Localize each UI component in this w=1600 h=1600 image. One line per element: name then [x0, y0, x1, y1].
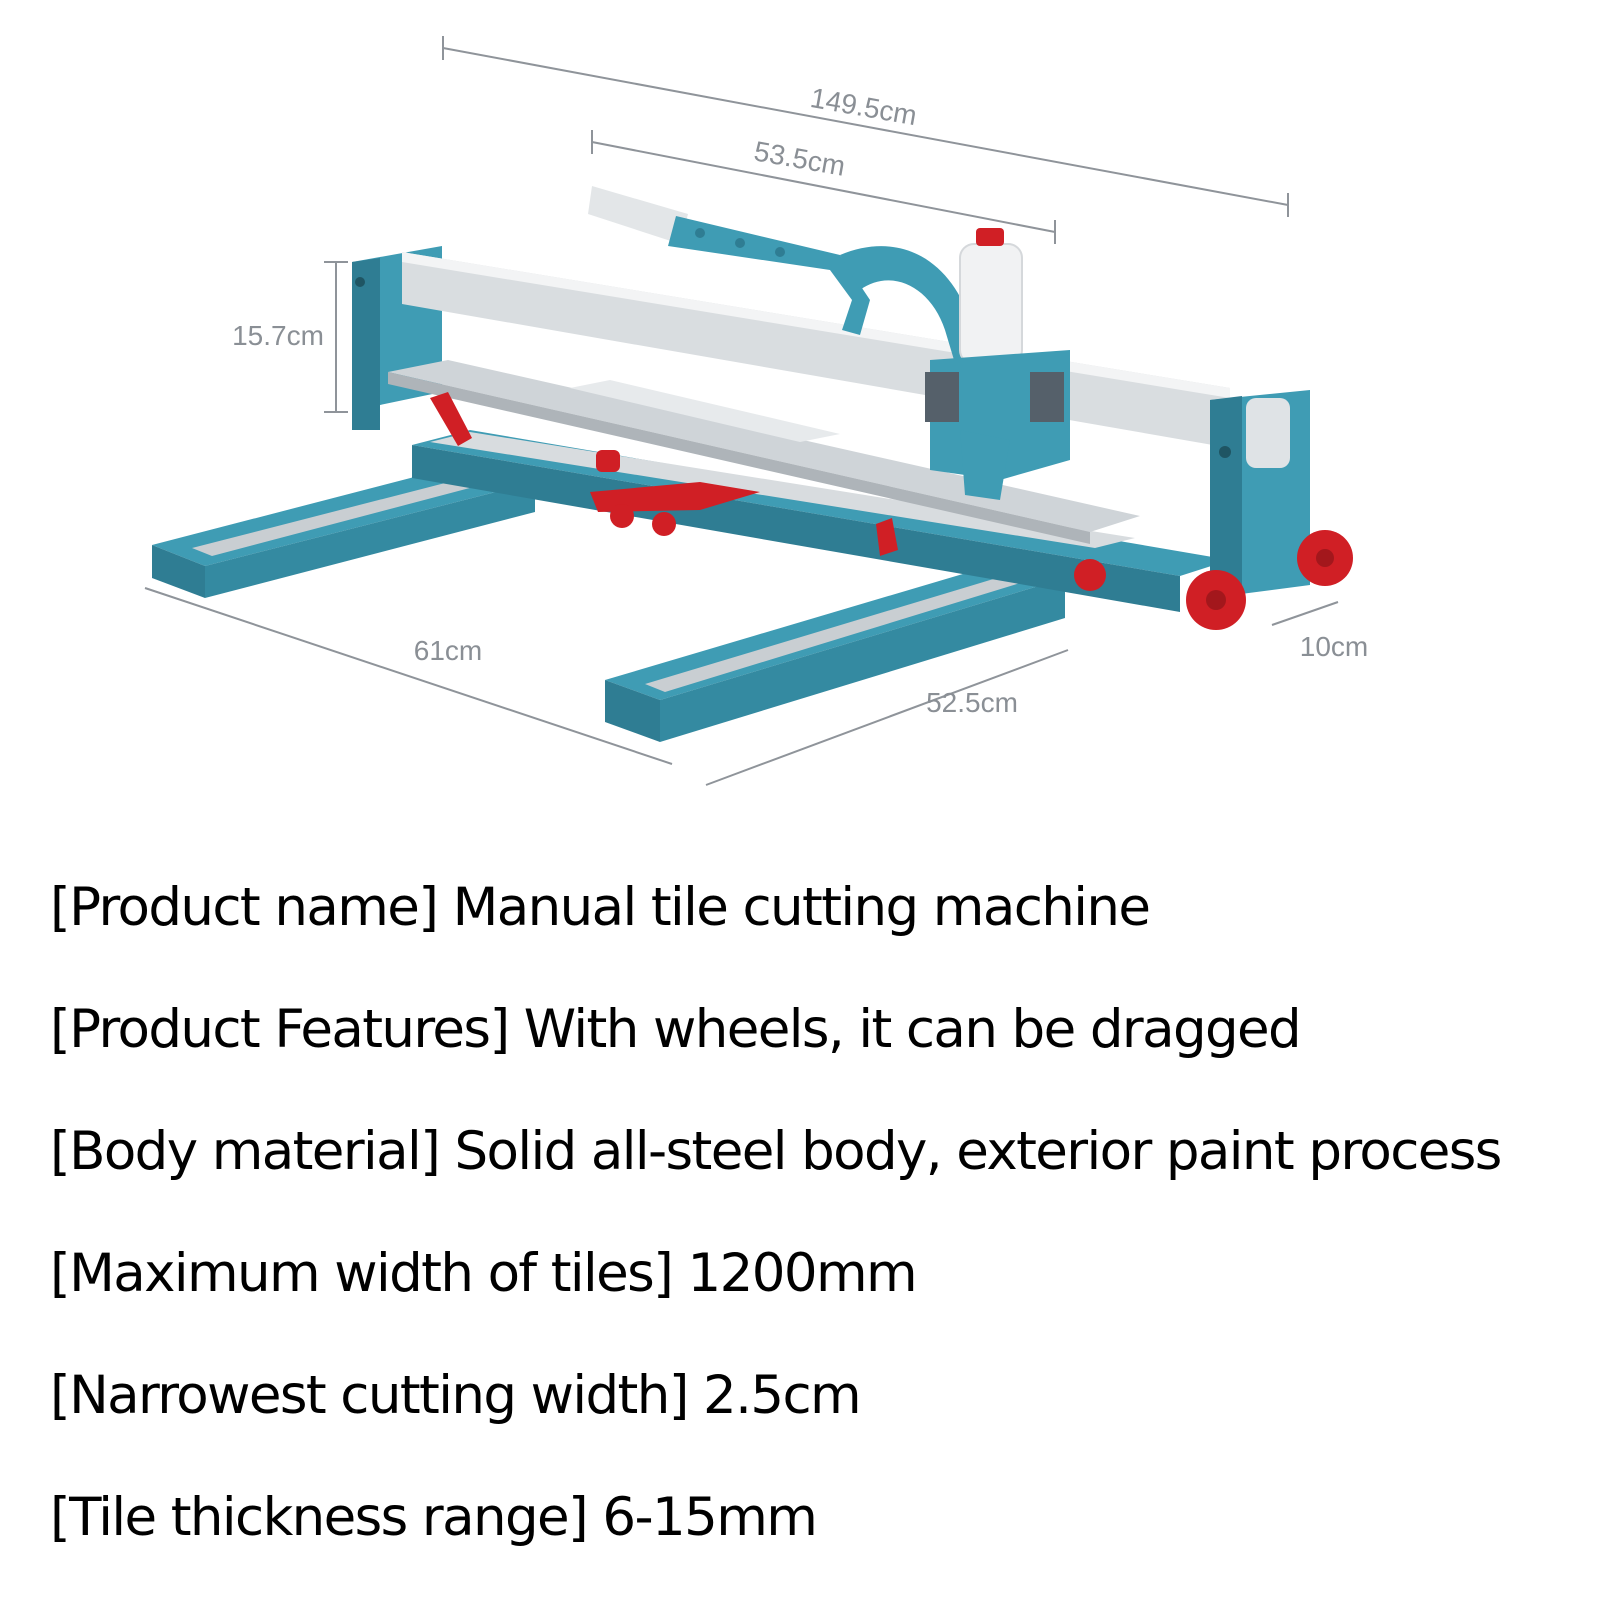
spec-tile-thickness: [Tile thickness range] 6-15mm	[50, 1487, 818, 1548]
cutter-head	[925, 350, 1070, 500]
spec-max-tile-width: [Maximum width of tiles] 1200mm	[50, 1243, 918, 1304]
left-base-leg	[152, 460, 535, 598]
spec-list: [Product name] Manual tile cutting machi…	[50, 868, 1590, 1600]
cutting-bed	[388, 360, 1140, 544]
spec-narrowest-cut: [Narrowest cutting width] 2.5cm	[50, 1365, 862, 1426]
right-upright	[1210, 390, 1310, 598]
spec-product-name: [Product name] Manual tile cutting machi…	[50, 877, 1151, 938]
product-diagram: 149.5cm 53.5cm 15.7cm 61cm 52.5cm 10cm	[144, 36, 1368, 786]
wheels	[1186, 530, 1353, 630]
top-guide-rail	[402, 252, 1230, 448]
dim-front-length: 52.5cm	[926, 687, 1018, 718]
red-accents	[430, 392, 1106, 591]
tile-cutter-illustration	[152, 186, 1353, 742]
water-bottle	[959, 228, 1023, 365]
spec-body-material: [Body material] Solid all-steel body, ex…	[50, 1121, 1502, 1182]
dimension-lines	[144, 36, 1339, 786]
front-base-leg	[605, 560, 1065, 742]
dim-height: 15.7cm	[232, 320, 324, 351]
dim-wheel-size: 10cm	[1300, 631, 1368, 662]
cutter-handle	[588, 186, 990, 380]
dim-overall-length: 149.5cm	[808, 82, 919, 131]
dim-base-depth: 61cm	[414, 635, 482, 666]
spec-product-features: [Product Features] With wheels, it can b…	[50, 999, 1302, 1060]
